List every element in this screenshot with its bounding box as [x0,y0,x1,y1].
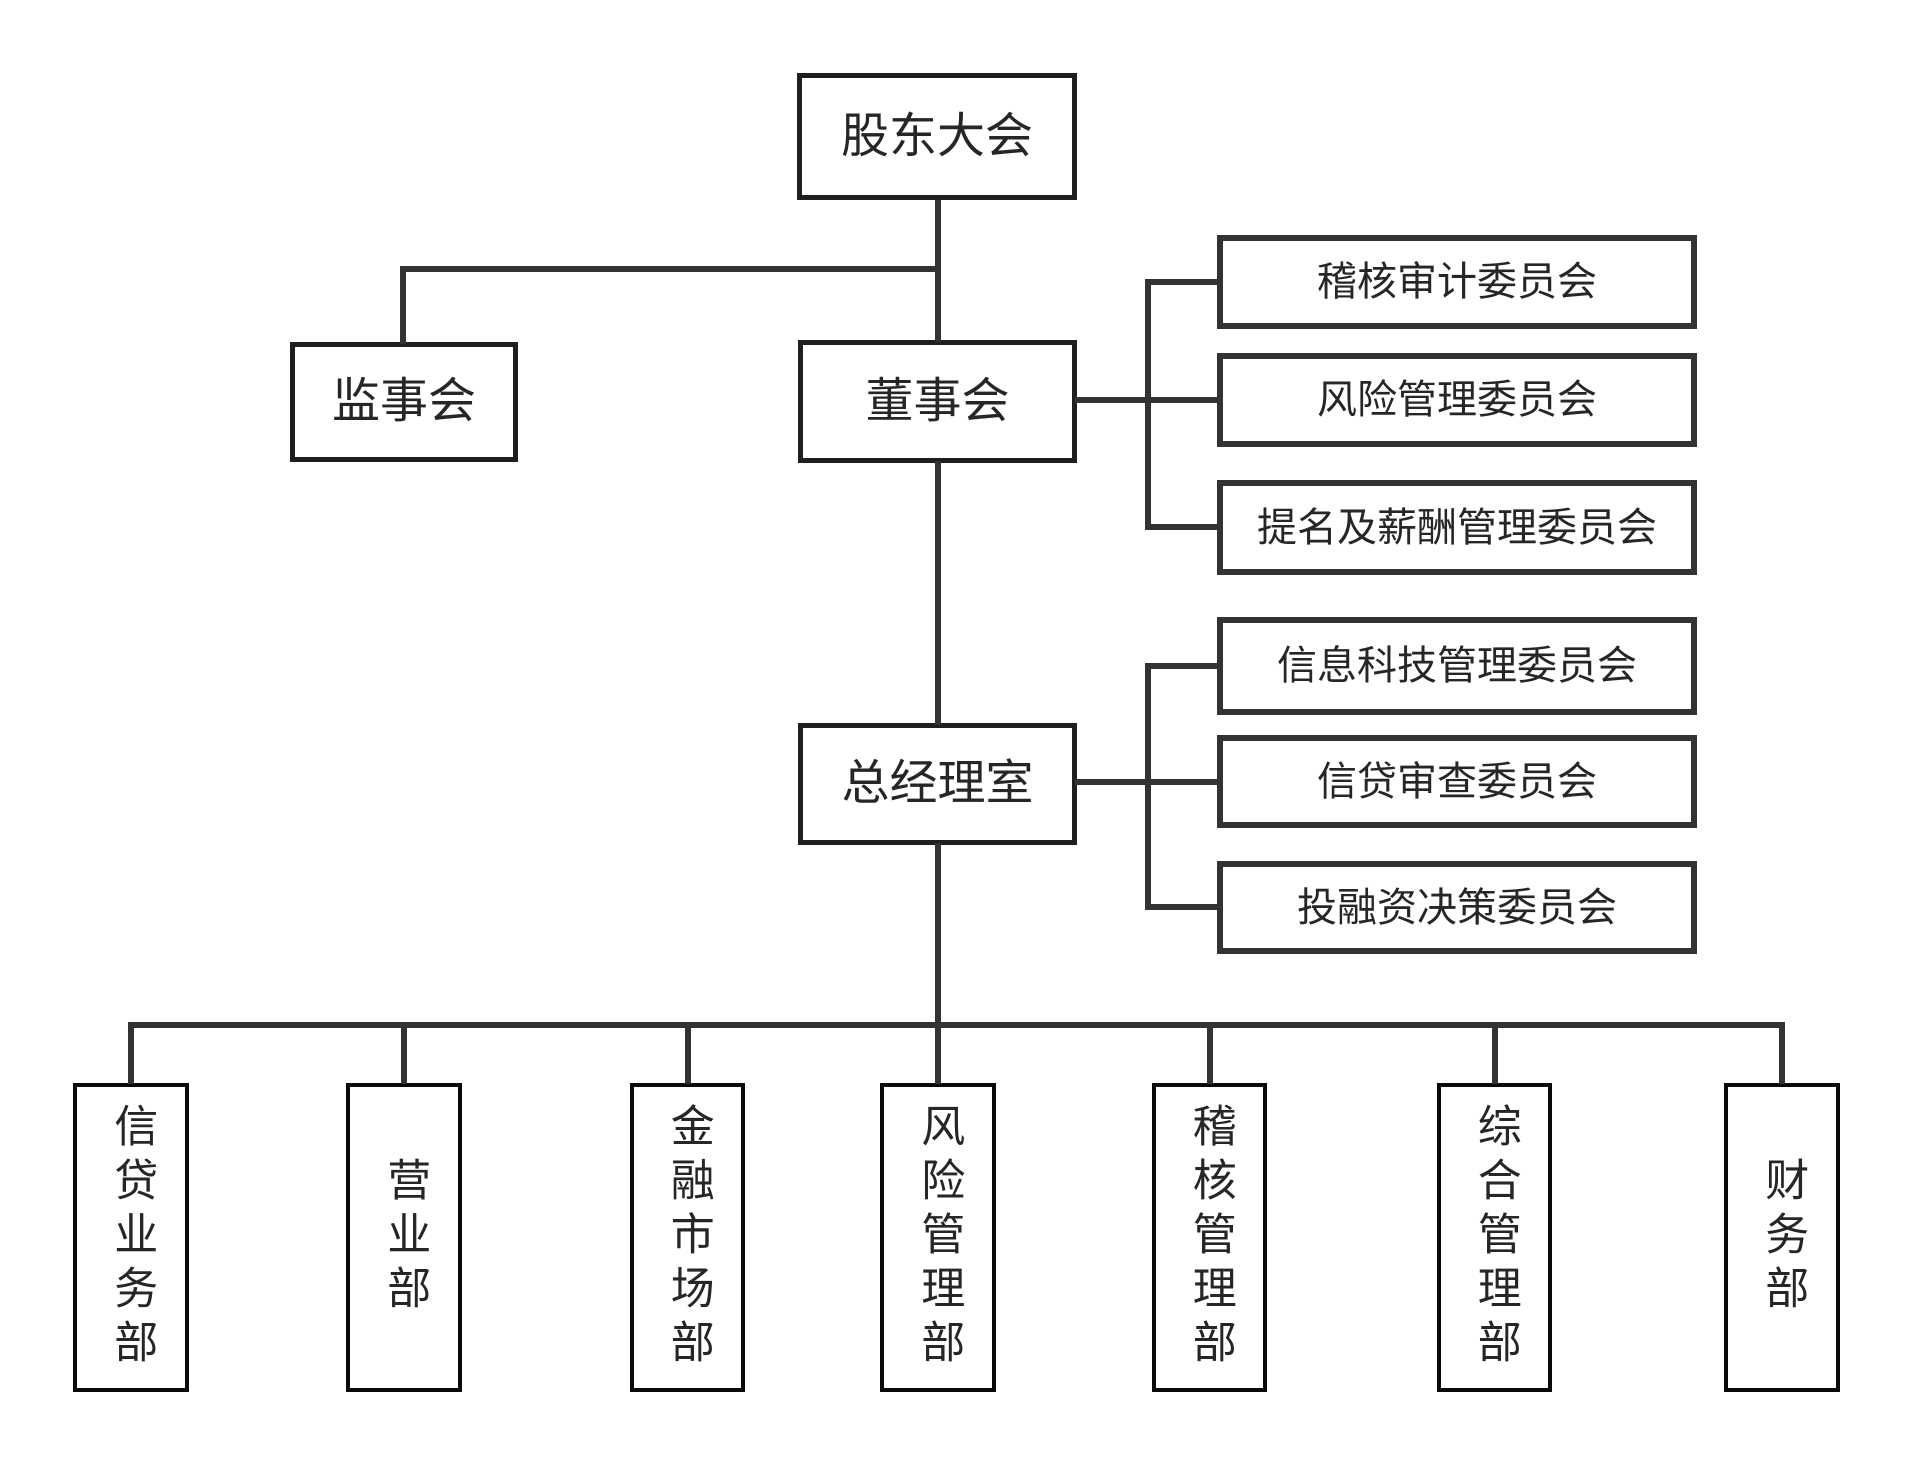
connector-stub-it-committee [1151,663,1217,669]
node-board-of-directors: 董事会 [798,340,1077,463]
node-credit-review-committee: 信贷审查委员会 [1217,735,1697,828]
connector-stub-dept-7 [1779,1022,1785,1084]
connector-stub-dept-5 [1207,1022,1213,1084]
connector-stub-nomination-committee [1151,524,1217,530]
connector-branch-to-supervisory-h [400,266,941,272]
node-risk-management-committee: 风险管理委员会 [1217,353,1697,447]
connector-stub-audit-committee [1151,279,1217,285]
connector-departments-rail [128,1022,1785,1028]
connector-stub-dept-2 [401,1022,407,1084]
node-dept-risk-management: 风险管理部 [880,1083,996,1392]
node-dept-general-management: 综合管理部 [1437,1083,1552,1392]
connector-stub-dept-6 [1492,1022,1498,1084]
connector-gm-to-departments [935,843,941,1025]
connector-stub-dept-1 [128,1022,134,1084]
node-dept-financial-markets: 金融市场部 [630,1083,745,1392]
node-shareholders-meeting: 股东大会 [797,73,1077,200]
node-general-manager-office: 总经理室 [798,723,1077,845]
connector-board-to-gm [935,461,941,725]
node-investment-financing-committee: 投融资决策委员会 [1217,861,1697,954]
node-dept-business: 营业部 [346,1083,462,1392]
connector-gm-committees-v [1145,663,1151,910]
node-nomination-remuneration-committee: 提名及薪酬管理委员会 [1217,480,1697,575]
node-dept-finance: 财务部 [1724,1083,1840,1392]
node-dept-credit-business: 信贷业务部 [73,1083,189,1392]
connector-branch-to-supervisory-v [400,266,406,344]
connector-board-committees-v [1145,279,1151,530]
node-dept-audit-management: 稽核管理部 [1152,1083,1267,1392]
node-audit-committee: 稽核审计委员会 [1217,235,1697,329]
node-supervisory-board: 监事会 [290,342,518,462]
node-it-management-committee: 信息科技管理委员会 [1217,617,1697,715]
connector-stub-investment-committee [1151,904,1217,910]
connector-stub-dept-4 [935,1022,941,1084]
connector-stub-dept-3 [685,1022,691,1084]
